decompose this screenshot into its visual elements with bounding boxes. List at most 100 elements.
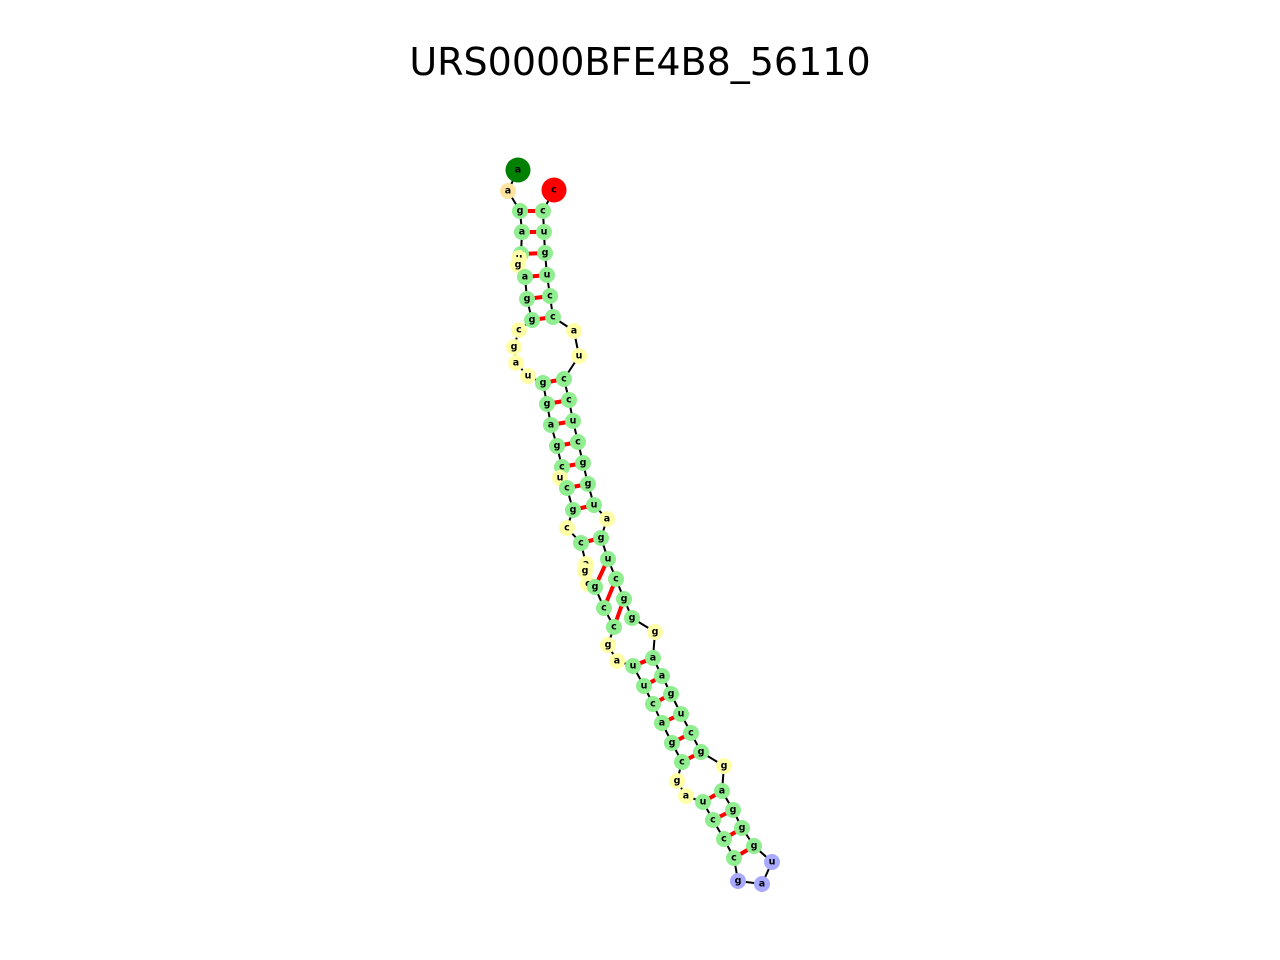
- nucleotide-circle: [566, 323, 582, 339]
- nucleotide-circle: [716, 758, 732, 774]
- nucleotide-stem: g: [734, 820, 750, 836]
- nucleotide-label: g: [598, 533, 605, 544]
- nucleotide-circle: [695, 794, 711, 810]
- nucleotide-label: g: [580, 458, 587, 469]
- nucleotide-label: c: [578, 538, 584, 549]
- nucleotide-label: g: [605, 640, 612, 651]
- nucleotide-circle: [734, 820, 750, 836]
- nucleotide-stem: g: [537, 245, 553, 261]
- nucleotide-circle: [714, 783, 730, 799]
- nucleotide-label: a: [522, 272, 528, 283]
- nucleotide-label: u: [641, 681, 648, 692]
- nucleotide-circle: [673, 706, 689, 722]
- nucleotide-label: g: [592, 582, 599, 593]
- nucleotide-circle: [577, 563, 593, 579]
- nucleotide-interior-loop: g: [716, 758, 732, 774]
- nucleotide-label: g: [582, 566, 589, 577]
- nucleotide-circle: [559, 520, 575, 536]
- nucleotide-label: a: [719, 786, 725, 797]
- nucleotide-circle: [663, 686, 679, 702]
- nucleotide-circle: [664, 735, 680, 751]
- nucleotide-label: u: [541, 227, 548, 238]
- nucleotide-stem: a: [645, 650, 661, 666]
- nucleotide-stem: g: [725, 802, 741, 818]
- nucleotide-circle: [645, 696, 661, 712]
- nucleotide-circle: [535, 375, 551, 391]
- nucleotide-circle: [549, 438, 565, 454]
- nucleotide-circle: [616, 591, 632, 607]
- nucleotide-label: g: [540, 378, 547, 389]
- nucleotide-circle: [500, 183, 516, 199]
- nucleotide-label: g: [554, 441, 561, 452]
- nucleotide-label: c: [540, 206, 546, 217]
- nucleotide-stem: g: [616, 591, 632, 607]
- nucleotide-circle: [512, 203, 528, 219]
- nucleotide-circle: [511, 322, 527, 338]
- nucleotide-circle: [539, 396, 555, 412]
- nucleotide-circle: [636, 678, 652, 694]
- nucleotide-label: c: [688, 728, 694, 739]
- nucleotide-label: a: [515, 165, 521, 176]
- nucleotide-label: a: [571, 326, 577, 337]
- nucleotide-circle: [647, 624, 663, 640]
- nucleotide-circle: [571, 348, 587, 364]
- nucleotide-layer: aagauugaggcgauggagcucgccagcgccgauucagcga…: [500, 157, 780, 892]
- nucleotide-label: c: [566, 395, 572, 406]
- nucleotide-stem: c: [561, 392, 577, 408]
- nucleotide-label: a: [659, 671, 665, 682]
- nucleotide-stem: a: [514, 224, 530, 240]
- nucleotide-label: u: [557, 473, 564, 484]
- nucleotide-circle: [683, 725, 699, 741]
- nucleotide-circle: [542, 288, 558, 304]
- nucleotide-label: g: [621, 594, 628, 605]
- nucleotide-stem: c: [683, 725, 699, 741]
- nucleotide-label: u: [769, 857, 776, 868]
- nucleotide-stem: c: [535, 203, 551, 219]
- nucleotide-label: a: [759, 879, 765, 890]
- nucleotide-circle: [608, 571, 624, 587]
- nucleotide-label: c: [650, 699, 656, 710]
- nucleotide-interior-loop: u: [520, 368, 536, 384]
- nucleotide-label: c: [613, 574, 619, 585]
- nucleotide-circle: [573, 535, 589, 551]
- nucleotide-circle: [535, 203, 551, 219]
- nucleotide-label: a: [650, 653, 656, 664]
- nucleotide-interior-loop: g: [506, 339, 522, 355]
- nucleotide-hairpin-loop: a: [754, 876, 770, 892]
- nucleotide-label: g: [544, 399, 551, 410]
- nucleotide-circle: [559, 480, 575, 496]
- nucleotide-circle: [580, 476, 596, 492]
- nucleotide-label: g: [739, 823, 746, 834]
- nucleotide-stem: g: [624, 610, 640, 626]
- nucleotide-stem: g: [575, 455, 591, 471]
- nucleotide-stem: c: [570, 434, 586, 450]
- nucleotide-stem: u: [600, 551, 616, 567]
- nucleotide-circle: [537, 245, 553, 261]
- nucleotide-stem: g: [535, 375, 551, 391]
- nucleotide-stem: c: [596, 600, 612, 616]
- nucleotide-circle: [746, 838, 762, 854]
- nucleotide-circle: [519, 291, 535, 307]
- nucleotide-circle: [506, 339, 522, 355]
- nucleotide-label: c: [611, 622, 617, 633]
- nucleotide-label: g: [515, 260, 522, 271]
- nucleotide-interior-loop: a: [609, 653, 625, 669]
- nucleotide-circle: [565, 502, 581, 518]
- nucleotide-circle: [508, 355, 524, 371]
- nucleotide-label: c: [559, 462, 565, 473]
- nucleotide-label: g: [751, 841, 758, 852]
- nucleotide-circle: [517, 269, 533, 285]
- nucleotide-circle: [561, 392, 577, 408]
- nucleotide-label: a: [659, 718, 665, 729]
- nucleotide-label: g: [542, 248, 549, 259]
- nucleotide-circle: [645, 650, 661, 666]
- nucleotide-hairpin-loop: u: [764, 854, 780, 870]
- nucleotide-circle: [625, 658, 641, 674]
- nucleotide-interior-loop: c: [559, 520, 575, 536]
- nucleotide-circle: [575, 455, 591, 471]
- nucleotide-three-prime-end: c: [541, 177, 567, 203]
- nucleotide-circle: [565, 413, 581, 429]
- nucleotide-stem: c: [542, 288, 558, 304]
- nucleotide-stem: a: [517, 269, 533, 285]
- nucleotide-stem: g: [519, 291, 535, 307]
